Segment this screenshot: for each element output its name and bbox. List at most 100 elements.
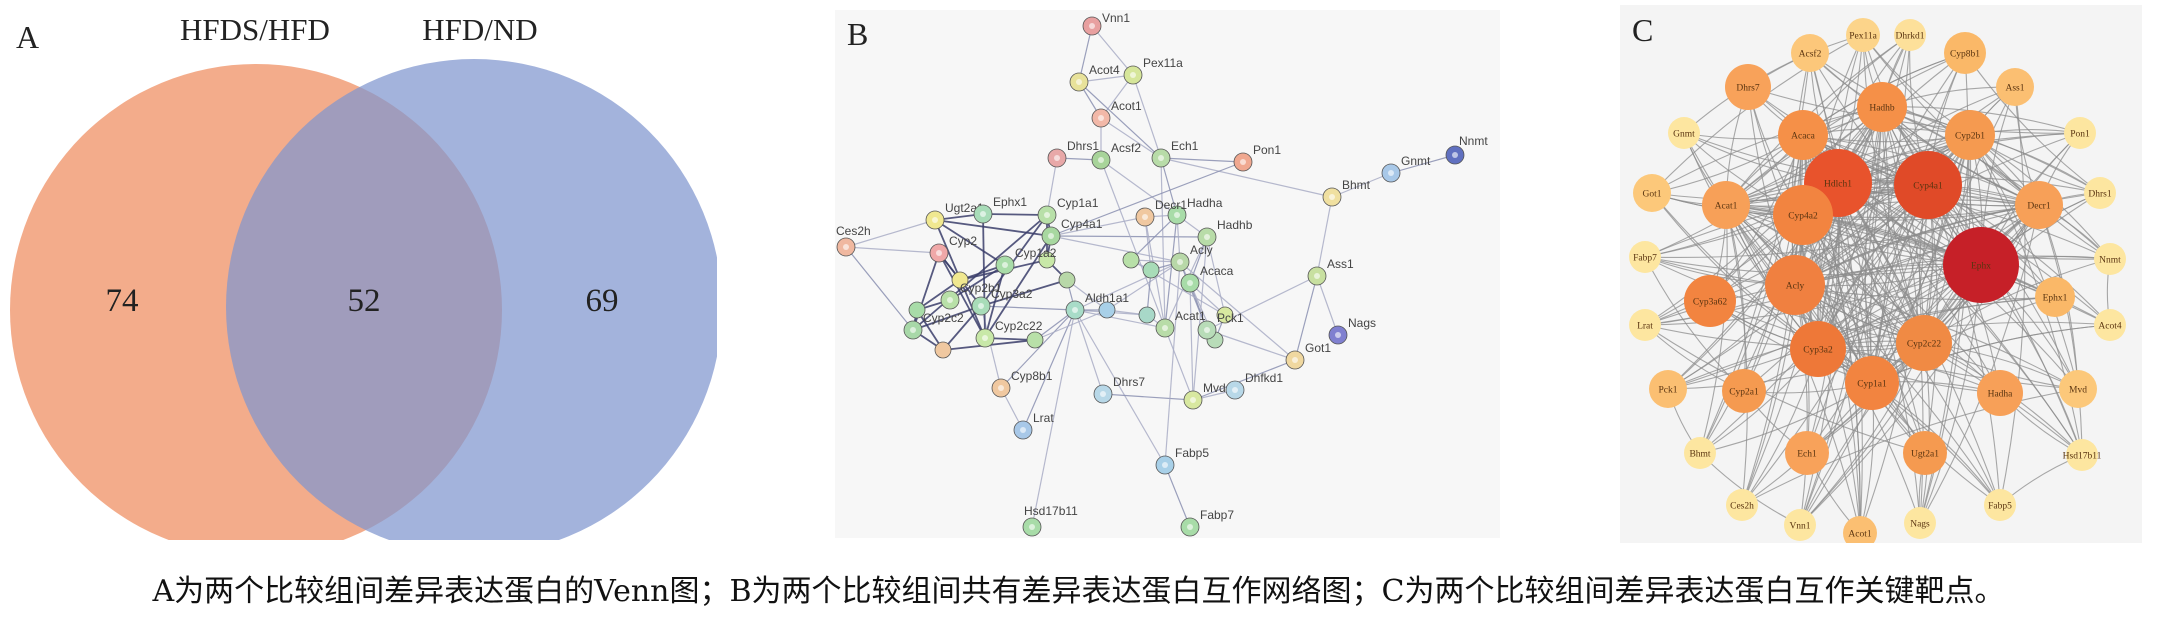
key-target-edge (1817, 348, 2001, 506)
network-node (1098, 301, 1116, 319)
network-edge (1164, 261, 1181, 466)
network-edge (1390, 154, 1456, 174)
key-target-edge (1837, 182, 1921, 524)
key-target-edge (1919, 204, 2040, 524)
network-label-nags: Nags (1348, 316, 1376, 330)
key-target-label-acly: Acly (1786, 282, 1805, 292)
network-label-cyp4a1: Cyp4a1 (1061, 217, 1103, 231)
key-target-edge (1725, 204, 2001, 506)
key-target-label-nags: Nags (1910, 520, 1930, 530)
network-edge (912, 305, 982, 331)
venn-set-hfd-nd (226, 59, 717, 540)
node-highlight (1048, 233, 1054, 239)
node-highlight (1204, 327, 1210, 333)
key-target-label-ech1: Ech1 (1797, 450, 1817, 460)
key-target-node-cyp2b1 (1945, 110, 1995, 160)
key-target-node-cyp4a2 (1773, 185, 1833, 245)
key-target-node-dhrs7 (1725, 64, 1771, 110)
key-target-label-cyp1a1: Cyp1a1 (1857, 380, 1887, 390)
network-node (1216, 306, 1234, 324)
network-edge (1022, 309, 1076, 431)
network-label-pck1: Pck1 (1217, 311, 1244, 325)
node-highlight (1314, 273, 1320, 279)
key-target-label-bhmt: Bhmt (1689, 450, 1710, 460)
network-label-bhmt: Bhmt (1342, 178, 1371, 192)
network-label-acaca: Acaca (1200, 264, 1234, 278)
key-target-edge (1699, 134, 1804, 454)
network-edge (1102, 393, 1194, 401)
network-edge (1091, 25, 1134, 76)
network-edge (845, 219, 936, 248)
key-target-node-dhrs1 (2084, 177, 2116, 209)
network-label-ces2h: Ces2h (836, 224, 871, 238)
network-label-acat1: Acat1 (1175, 309, 1206, 323)
key-target-edge (1699, 214, 1804, 454)
key-target-label-acot1: Acot1 (1848, 530, 1871, 540)
key-target-node-vnn1 (1784, 509, 1816, 541)
count-left-only: 74 (106, 283, 139, 319)
network-edge (1050, 216, 1146, 237)
key-target-node-pck1 (1649, 370, 1687, 408)
network-edge (1206, 236, 1226, 316)
network-edge (1050, 235, 1181, 263)
network-node (1038, 251, 1056, 269)
key-target-edge (1927, 184, 2001, 506)
venn-diagram-panel: A HFDS/HFD HFD/ND 74 52 69 (10, 10, 717, 540)
key-target-node-hadha (1977, 370, 2023, 416)
network-node (1122, 251, 1140, 269)
network-label-ech1: Ech1 (1171, 139, 1199, 153)
key-target-label-cyp2c22: Cyp2c22 (1907, 340, 1942, 350)
network-edge (1074, 309, 1166, 466)
network-edge (1160, 157, 1166, 329)
network-edge (1106, 261, 1181, 311)
node-highlight (1002, 262, 1008, 268)
network-edge (1074, 261, 1181, 311)
key-target-label-dhrkd1: Dhrkd1 (1895, 32, 1924, 42)
node-highlight (932, 217, 938, 223)
network-label-cyp1a1: Cyp1a1 (1057, 196, 1099, 210)
network-edge (1331, 172, 1392, 198)
node-highlight (1072, 307, 1078, 313)
key-target-node-pon1 (2064, 117, 2096, 149)
node-highlight (1204, 234, 1210, 240)
key-target-edge (1809, 52, 1863, 534)
network-edge (1160, 157, 1244, 163)
key-target-node-cyp2a1 (1722, 369, 1766, 413)
network-node (934, 341, 952, 359)
key-target-label-ephx: Ephx (1971, 262, 1991, 272)
key-target-node-acot4 (2094, 309, 2126, 341)
count-right-only: 69 (586, 283, 619, 319)
key-target-label-pon1: Pon1 (2070, 130, 2090, 140)
network-edge (1192, 359, 1296, 401)
node-highlight (1100, 391, 1106, 397)
key-target-node-nnmt (2094, 243, 2126, 275)
node-highlight (1162, 462, 1168, 468)
key-target-label-hadha: Hadha (1988, 390, 2014, 400)
key-target-edge (1837, 182, 2111, 260)
key-target-node-pex11a (1846, 18, 1880, 52)
key-target-label-ephx1: Ephx1 (2043, 294, 2068, 304)
network-label-cyp8b1: Cyp8b1 (1011, 369, 1053, 383)
panel-a-letter: A (16, 19, 39, 55)
network-edge (980, 279, 1068, 307)
key-target-label-got1: Got1 (1643, 190, 1662, 200)
network-edge (1100, 159, 1166, 329)
network-edge (938, 252, 986, 339)
key-target-edge (1871, 134, 1971, 384)
key-target-label-pck1: Pck1 (1659, 386, 1678, 396)
key-target-edge (1644, 106, 1883, 326)
node-highlight (982, 335, 988, 341)
network-edge (1000, 309, 1076, 389)
network-edge (1078, 25, 1093, 83)
network-edge (1034, 309, 1108, 341)
key-target-node-cyp3a62 (1684, 275, 1736, 327)
count-overlap: 52 (348, 283, 381, 319)
node-highlight (1174, 212, 1180, 218)
key-target-edge (1870, 34, 1911, 384)
key-target-label-acsf2: Acsf2 (1799, 49, 1822, 60)
network-label-fabp5: Fabp5 (1175, 446, 1209, 460)
key-target-label-cyp2b1: Cyp2b1 (1955, 132, 1985, 142)
